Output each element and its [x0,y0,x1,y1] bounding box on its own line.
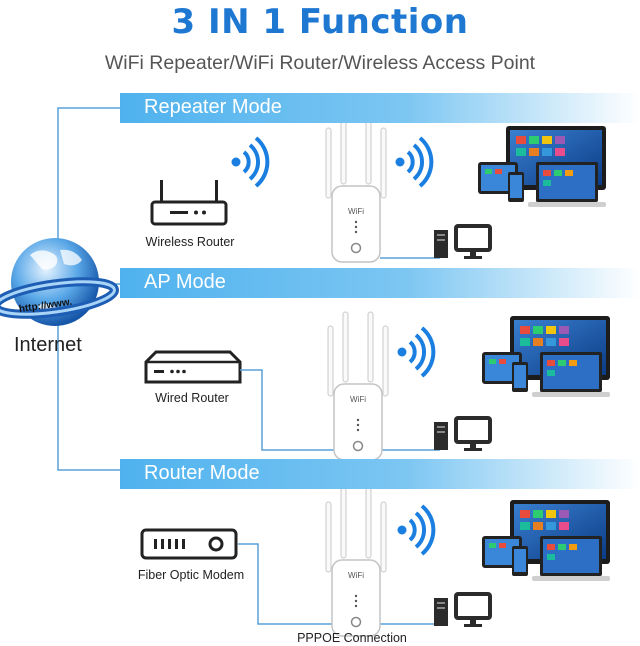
mode-banner-router: Router Mode [120,459,640,489]
router-icon [150,180,228,226]
desktop-pc-icon [432,416,492,453]
desktop-pc-icon [432,224,492,261]
repeater-label: WiFi [348,571,364,580]
internet-label: Internet [14,334,82,356]
page-subtitle: WiFi Repeater/WiFi Router/Wireless Acces… [104,52,536,74]
multi-device-icon [478,126,606,207]
multi-device-icon [482,316,610,397]
wifi-signal-icon [393,136,434,188]
wifi-signal-icon [395,326,436,378]
wifi-signal-icon [229,136,270,188]
repeater-label: WiFi [348,207,364,216]
connection-caption: PPPOE Connection [297,631,407,645]
repeater-device [327,311,389,461]
globe-icon [0,238,119,326]
repeater-device [325,487,387,637]
wifi-signal-icon [395,504,436,556]
desktop-pc-icon [432,592,492,629]
mode-banner-ap: AP Mode [120,268,640,298]
mode-title: Router Mode [144,462,260,484]
mode-title: Repeater Mode [144,96,282,118]
page-title: 3 IN 1 Function [171,2,469,42]
repeater-device [325,113,387,263]
modem-icon [140,528,238,560]
source-device-caption: Wireless Router [145,235,235,249]
mode-title: AP Mode [144,271,226,293]
source-device-caption: Fiber Optic Modem [137,568,245,582]
mode-banner-repeater: Repeater Mode [120,93,640,123]
repeater-label: WiFi [350,395,366,404]
multi-device-icon [482,500,610,581]
source-device-caption: Wired Router [155,391,229,405]
router-icon [144,350,242,384]
